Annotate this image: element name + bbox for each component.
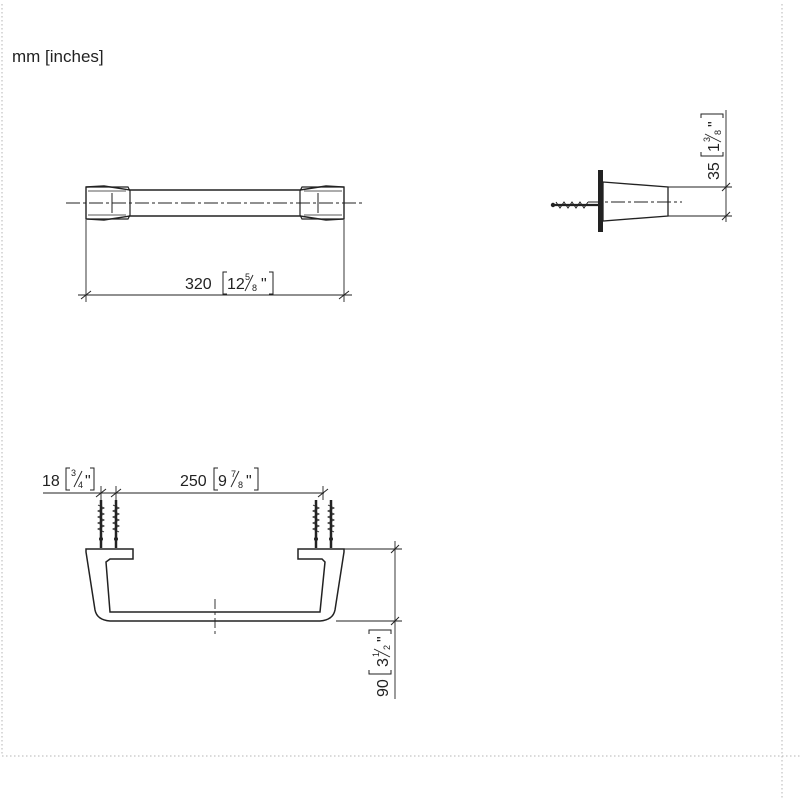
mount-spacing-inch-whole: 9 (218, 473, 227, 490)
depth-dimension-label: 35 1 3 8 " (702, 121, 723, 180)
height-mm: 90 (375, 679, 392, 697)
length-mm: 320 (185, 276, 212, 293)
depth-inch-num: 3 (702, 137, 712, 142)
length-inch-den: 8 (252, 283, 257, 293)
height-inch-den: 2 (382, 645, 392, 650)
mount-offset-inch-mark: " (85, 473, 91, 490)
screw-4 (326, 500, 336, 548)
mount-cone-side (602, 181, 669, 222)
left-mount-top (86, 186, 131, 220)
height-inch-num: 1 (371, 652, 381, 657)
mount-offset-inch-den: 4 (78, 480, 83, 490)
side-view (550, 110, 732, 232)
mount-spacing-mm: 250 (180, 473, 207, 490)
length-inch-num: 5 (245, 272, 250, 282)
depth-inch-mark: " (706, 121, 723, 127)
mount-spacing-inch-mark: " (246, 473, 252, 490)
mount-offset-label: 18 3 4 " (42, 468, 91, 490)
units-label: mm [inches] (12, 47, 104, 66)
screw-1 (96, 500, 106, 548)
length-inch-whole: 12 (227, 276, 245, 293)
length-dimension-label: 320 12 5 8 " (185, 272, 267, 293)
mount-offset-mm: 18 (42, 473, 60, 490)
towel-bar-front-outer (85, 548, 345, 622)
wall-plate (598, 170, 603, 232)
length-inch-mark: " (261, 276, 267, 293)
front-view (43, 467, 402, 699)
depth-inch-den: 8 (713, 130, 723, 135)
height-inch-mark: " (375, 636, 392, 642)
height-dimension-label: 90 3 1 2 " (371, 636, 392, 697)
screw-3 (311, 500, 321, 548)
mount-spacing-inch-num: 7 (231, 469, 236, 479)
height-inch-whole: 3 (375, 658, 392, 667)
mount-spacing-label: 250 9 7 8 " (180, 469, 252, 490)
mount-spacing-inch-den: 8 (238, 480, 243, 490)
mount-offset-inch-num: 3 (71, 468, 76, 478)
top-view (66, 185, 364, 302)
sheet-border (1, 4, 800, 800)
right-mount-top (299, 186, 344, 220)
screw-2 (111, 500, 121, 548)
depth-mm: 35 (706, 162, 723, 180)
depth-inch-whole: 1 (706, 143, 723, 152)
